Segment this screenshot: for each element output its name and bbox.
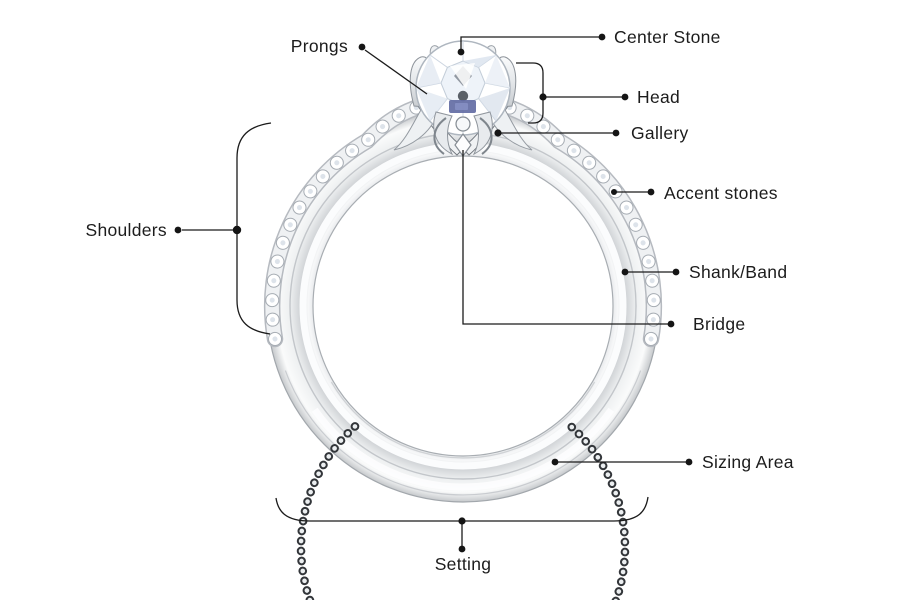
milgrain-beads — [296, 422, 630, 600]
leader-bridge — [462, 150, 675, 328]
sizing-area-arcs — [284, 370, 642, 496]
label-center-stone: Center Stone — [614, 27, 721, 47]
label-bridge: Bridge — [693, 314, 746, 334]
leader-accent-stones — [611, 188, 655, 196]
accent-stones — [265, 98, 661, 346]
leader-sizing-area — [551, 458, 693, 466]
label-gallery: Gallery — [631, 123, 689, 143]
leader-prongs — [358, 43, 428, 95]
label-accent-stones: Accent stones — [664, 183, 778, 203]
label-setting: Setting — [434, 554, 492, 574]
label-shoulders: Shoulders — [85, 220, 167, 240]
shoulders — [263, 96, 663, 348]
label-shank-band: Shank/Band — [689, 262, 788, 282]
center-stone — [415, 40, 511, 136]
bracket-head — [516, 62, 629, 124]
ring-head — [393, 40, 533, 158]
leader-center-stone — [457, 33, 606, 56]
leader-gallery — [494, 129, 620, 137]
bracket-shoulders — [174, 122, 272, 335]
label-head: Head — [637, 87, 681, 107]
label-sizing-area: Sizing Area — [702, 452, 794, 472]
brace-setting — [275, 496, 649, 553]
leader-shank-band — [621, 268, 680, 276]
label-prongs: Prongs — [290, 36, 348, 56]
callouts — [174, 33, 693, 553]
